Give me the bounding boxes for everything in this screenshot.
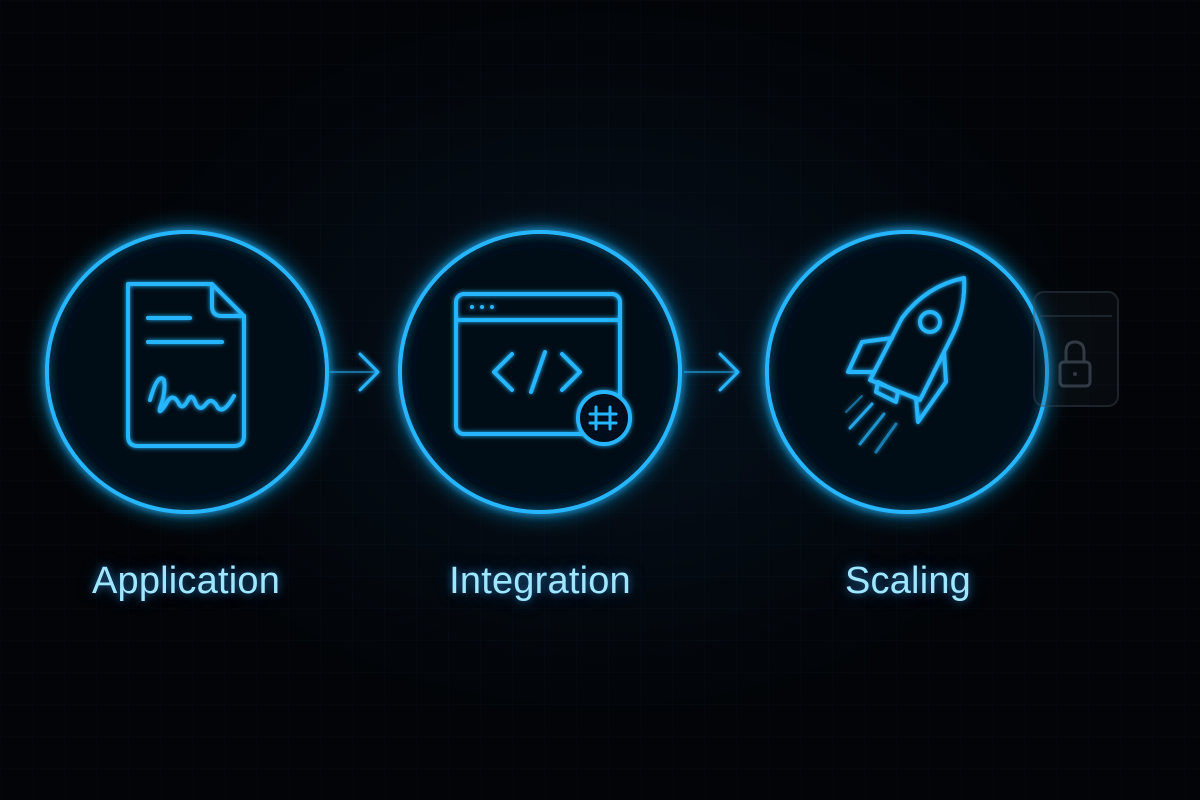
lock-card bbox=[1033, 291, 1119, 407]
rocket-icon bbox=[845, 276, 967, 454]
lock-icon bbox=[1058, 340, 1092, 388]
signed-document-icon bbox=[126, 282, 246, 448]
code-window-icon bbox=[454, 292, 632, 446]
chevron-right-icon bbox=[718, 352, 740, 392]
connector-arrow-2 bbox=[684, 352, 740, 392]
step-label-application: Application bbox=[91, 560, 281, 602]
step-label-integration: Integration bbox=[449, 560, 631, 602]
step-circle-scaling bbox=[765, 230, 1049, 514]
step-circle-application bbox=[45, 230, 329, 514]
connector-arrow-1 bbox=[330, 352, 380, 392]
step-label-scaling: Scaling bbox=[844, 560, 972, 602]
chevron-right-icon bbox=[358, 352, 380, 392]
incoming-connector bbox=[0, 339, 48, 371]
